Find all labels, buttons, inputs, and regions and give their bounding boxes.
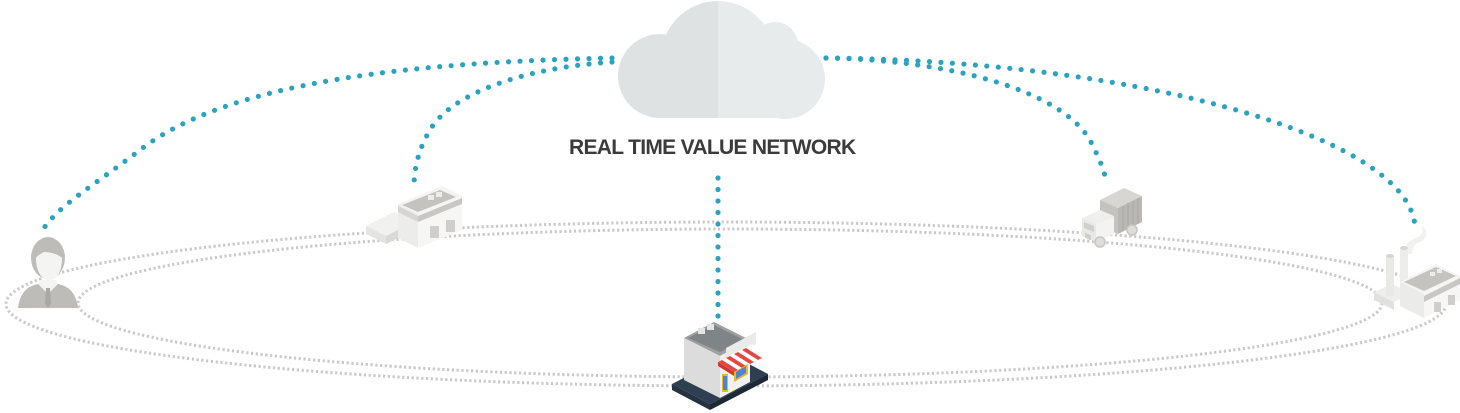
warehouse-icon bbox=[366, 186, 462, 248]
title-wrapper: REAL TIME VALUE NETWORK bbox=[569, 136, 856, 159]
store-icon bbox=[672, 322, 768, 410]
connector-truck bbox=[823, 55, 1109, 185]
connector-factory bbox=[823, 55, 1418, 228]
factory-icon bbox=[1374, 226, 1460, 318]
diagram-title: REAL TIME VALUE NETWORK bbox=[569, 136, 856, 159]
truck-icon bbox=[1082, 188, 1142, 248]
awning bbox=[718, 344, 768, 376]
person-icon bbox=[18, 237, 78, 308]
cloud-icon bbox=[618, 1, 825, 119]
cloud-connectors bbox=[41, 55, 1418, 327]
connector-customer bbox=[41, 55, 615, 231]
